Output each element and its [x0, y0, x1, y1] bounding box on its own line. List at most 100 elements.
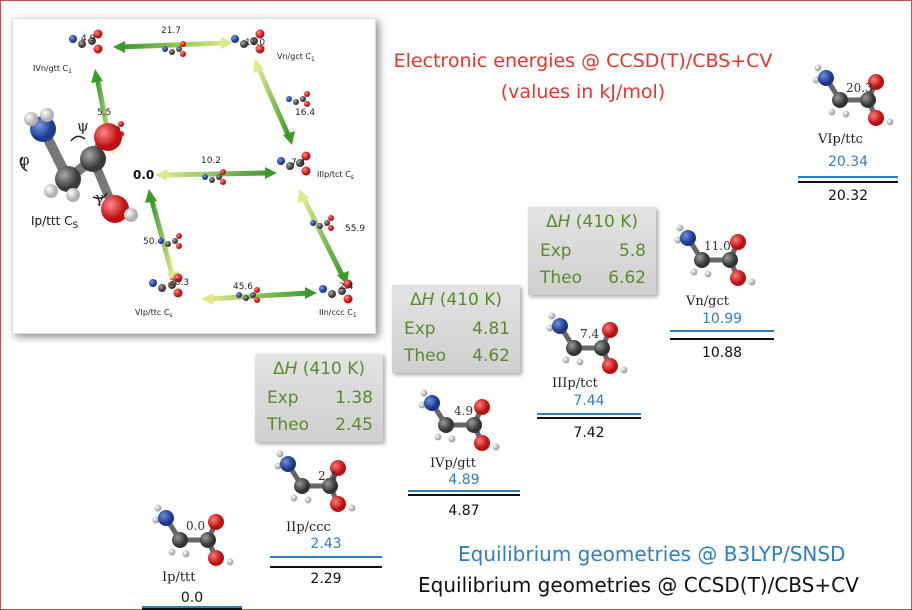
conformer-label-vip: VIp/ttc — [818, 132, 863, 147]
barrier-bottom: 45.6 — [233, 282, 253, 292]
title-line-2: (values in kJ/mol) — [501, 81, 665, 103]
dh-exp-value: 4.81 — [472, 319, 510, 339]
blue-value-iiip: 7.44 — [573, 393, 605, 409]
level-ivp: 4.89 4.87 — [408, 472, 520, 524]
dh-box-iiip: ΔH (410 K) Exp 5.8 Theo 6.62 — [528, 207, 656, 295]
dh-box-ivp: ΔH (410 K) Exp 4.81 Theo 4.62 — [392, 285, 520, 373]
mol-value-vip: 20.3 — [846, 81, 873, 95]
level-iip: 2.43 2.29 — [270, 536, 382, 592]
arrow-bottom — [201, 287, 317, 305]
molecule-vn: 11.0 — [675, 225, 756, 287]
arrow-middle — [155, 167, 277, 181]
arrow-right-upper — [253, 59, 295, 145]
inset-conformer-ivn: 4.9 IVn/gtt C1 — [33, 29, 103, 75]
black-line-iiip — [537, 417, 641, 419]
dh-exp-value: 1.38 — [335, 388, 373, 408]
dh-theo-label: Theo — [267, 415, 310, 435]
barrier-left-lower: 50.4 — [143, 237, 163, 247]
inset-conformer-iin: 2.4 IIn/ccc C1 — [319, 279, 357, 319]
dh-exp-label: Exp — [404, 319, 436, 339]
inset-label-vip: VIp/ttc Cs — [135, 308, 173, 319]
blue-value-iip: 2.43 — [310, 536, 342, 552]
blue-value-ivp: 4.89 — [448, 472, 480, 488]
dh-theo-value: 6.62 — [608, 268, 646, 288]
mol-value-iiip: 7.4 — [580, 327, 599, 341]
angle-psi: ψ — [77, 117, 89, 135]
molecule-ip: 0.0 — [153, 505, 234, 567]
barrier-right-lower: 55.9 — [345, 224, 365, 234]
dh-theo-value: 4.62 — [472, 346, 510, 366]
arrow-top — [113, 37, 233, 53]
inset-value-ivn: 4.9 — [81, 34, 96, 44]
inset-conformer-vip: 20.3 VIp/ttc Cs — [135, 273, 189, 319]
main-label: Ip/ttt CS — [31, 214, 79, 231]
dh-theo-label: Theo — [540, 268, 583, 288]
blue-value-vn: 10.99 — [701, 311, 743, 327]
black-value-iiip: 7.42 — [573, 425, 605, 441]
black-line-vip — [798, 181, 898, 183]
mol-value-iip: 2.4 — [318, 469, 337, 483]
inset-value-vip: 20.3 — [169, 278, 189, 288]
dh-header: ΔH (410 K) — [272, 359, 366, 379]
angle-gamma: γ — [95, 189, 104, 207]
conformer-label-ip: Ip/ttt — [162, 570, 196, 585]
blue-line-vn — [670, 330, 774, 332]
pathway-inset: 21.7 5.5 16.4 10.2 50.4 55.9 45.6 4.9 IV… — [12, 18, 376, 334]
blue-line-ip — [142, 606, 242, 608]
barrier-middle: 10.2 — [201, 156, 221, 166]
inset-value-iiip: 7.4 — [291, 158, 306, 168]
conformer-label-ivp: IVp/gtt — [430, 456, 476, 471]
main-molecule — [20, 108, 138, 223]
blue-line-iip — [270, 556, 382, 558]
black-line-ivp — [408, 494, 520, 496]
dh-exp-label: Exp — [540, 241, 572, 261]
conformer-label-vn: Vn/gct — [686, 294, 729, 309]
angle-phi: φ — [19, 151, 30, 169]
mol-value-ivp: 4.9 — [454, 404, 473, 418]
inset-label-vn: Vn/gct C1 — [277, 52, 315, 63]
molecule-iip: 2.4 — [275, 451, 356, 513]
dh-exp-label: Exp — [267, 388, 299, 408]
black-value-ip: 0.0 — [180, 590, 204, 606]
inset-conformer-vn: 11.0 Vn/gct C1 — [231, 29, 315, 63]
black-value-vip: 20.32 — [827, 188, 869, 204]
level-vn: 10.99 10.88 — [670, 311, 774, 365]
molecule-ivp: 4.9 — [419, 390, 500, 452]
blue-line-ivp — [408, 490, 520, 492]
conformer-label-iiip: IIIp/tct — [552, 376, 598, 391]
inset-label-ivn: IVn/gtt C1 — [33, 64, 72, 75]
dh-exp-value: 5.8 — [618, 241, 646, 261]
black-line-vn — [670, 338, 774, 340]
inset-value-vn: 11.0 — [245, 38, 265, 48]
blue-line-iiip — [537, 413, 641, 415]
pathway-svg: 21.7 5.5 16.4 10.2 50.4 55.9 45.6 4.9 IV… — [19, 26, 365, 319]
inset-label-iin: IIn/ccc C1 — [319, 308, 357, 319]
barrier-top: 21.7 — [161, 26, 181, 36]
molecule-vip: 20.3 — [813, 65, 894, 127]
mol-value-vn: 11.0 — [704, 239, 731, 253]
dh-header: ΔH (410 K) — [545, 212, 639, 232]
dh-theo-value: 2.45 — [335, 415, 373, 435]
level-ip: 0.0 — [142, 588, 242, 610]
inset-value-iin: 2.4 — [339, 282, 354, 292]
title-layer: Electronic energies @ CCSD(T)/CBS+CV (va… — [394, 50, 773, 103]
inset-label-iiip: IIIp/tct Cs — [317, 170, 354, 181]
dh-header: ΔH (410 K) — [409, 290, 503, 310]
dh-box-iip: ΔH (410 K) Exp 1.38 Theo 2.45 — [255, 354, 383, 442]
black-line-ip — [142, 608, 242, 610]
blue-line-vip — [798, 176, 898, 178]
barrier-left-upper: 5.5 — [97, 108, 111, 118]
black-line-iip — [270, 566, 382, 568]
black-value-iip: 2.29 — [310, 571, 342, 587]
dh-theo-label: Theo — [404, 346, 447, 366]
title-line-1: Electronic energies @ CCSD(T)/CBS+CV — [394, 50, 773, 72]
black-value-ivp: 4.87 — [448, 503, 480, 519]
level-iiip: 7.44 7.42 — [537, 393, 641, 445]
molecule-iiip: 7.4 — [547, 313, 628, 375]
legend-black: Equilibrium geometries @ CCSD(T)/CBS+CV — [418, 573, 859, 597]
inset-conformer-iiip: 7.4 IIIp/tct Cs — [277, 151, 354, 181]
center-value: 0.0 — [133, 168, 154, 182]
mol-value-ip: 0.0 — [186, 519, 205, 533]
barrier-right-upper: 16.4 — [295, 108, 315, 118]
